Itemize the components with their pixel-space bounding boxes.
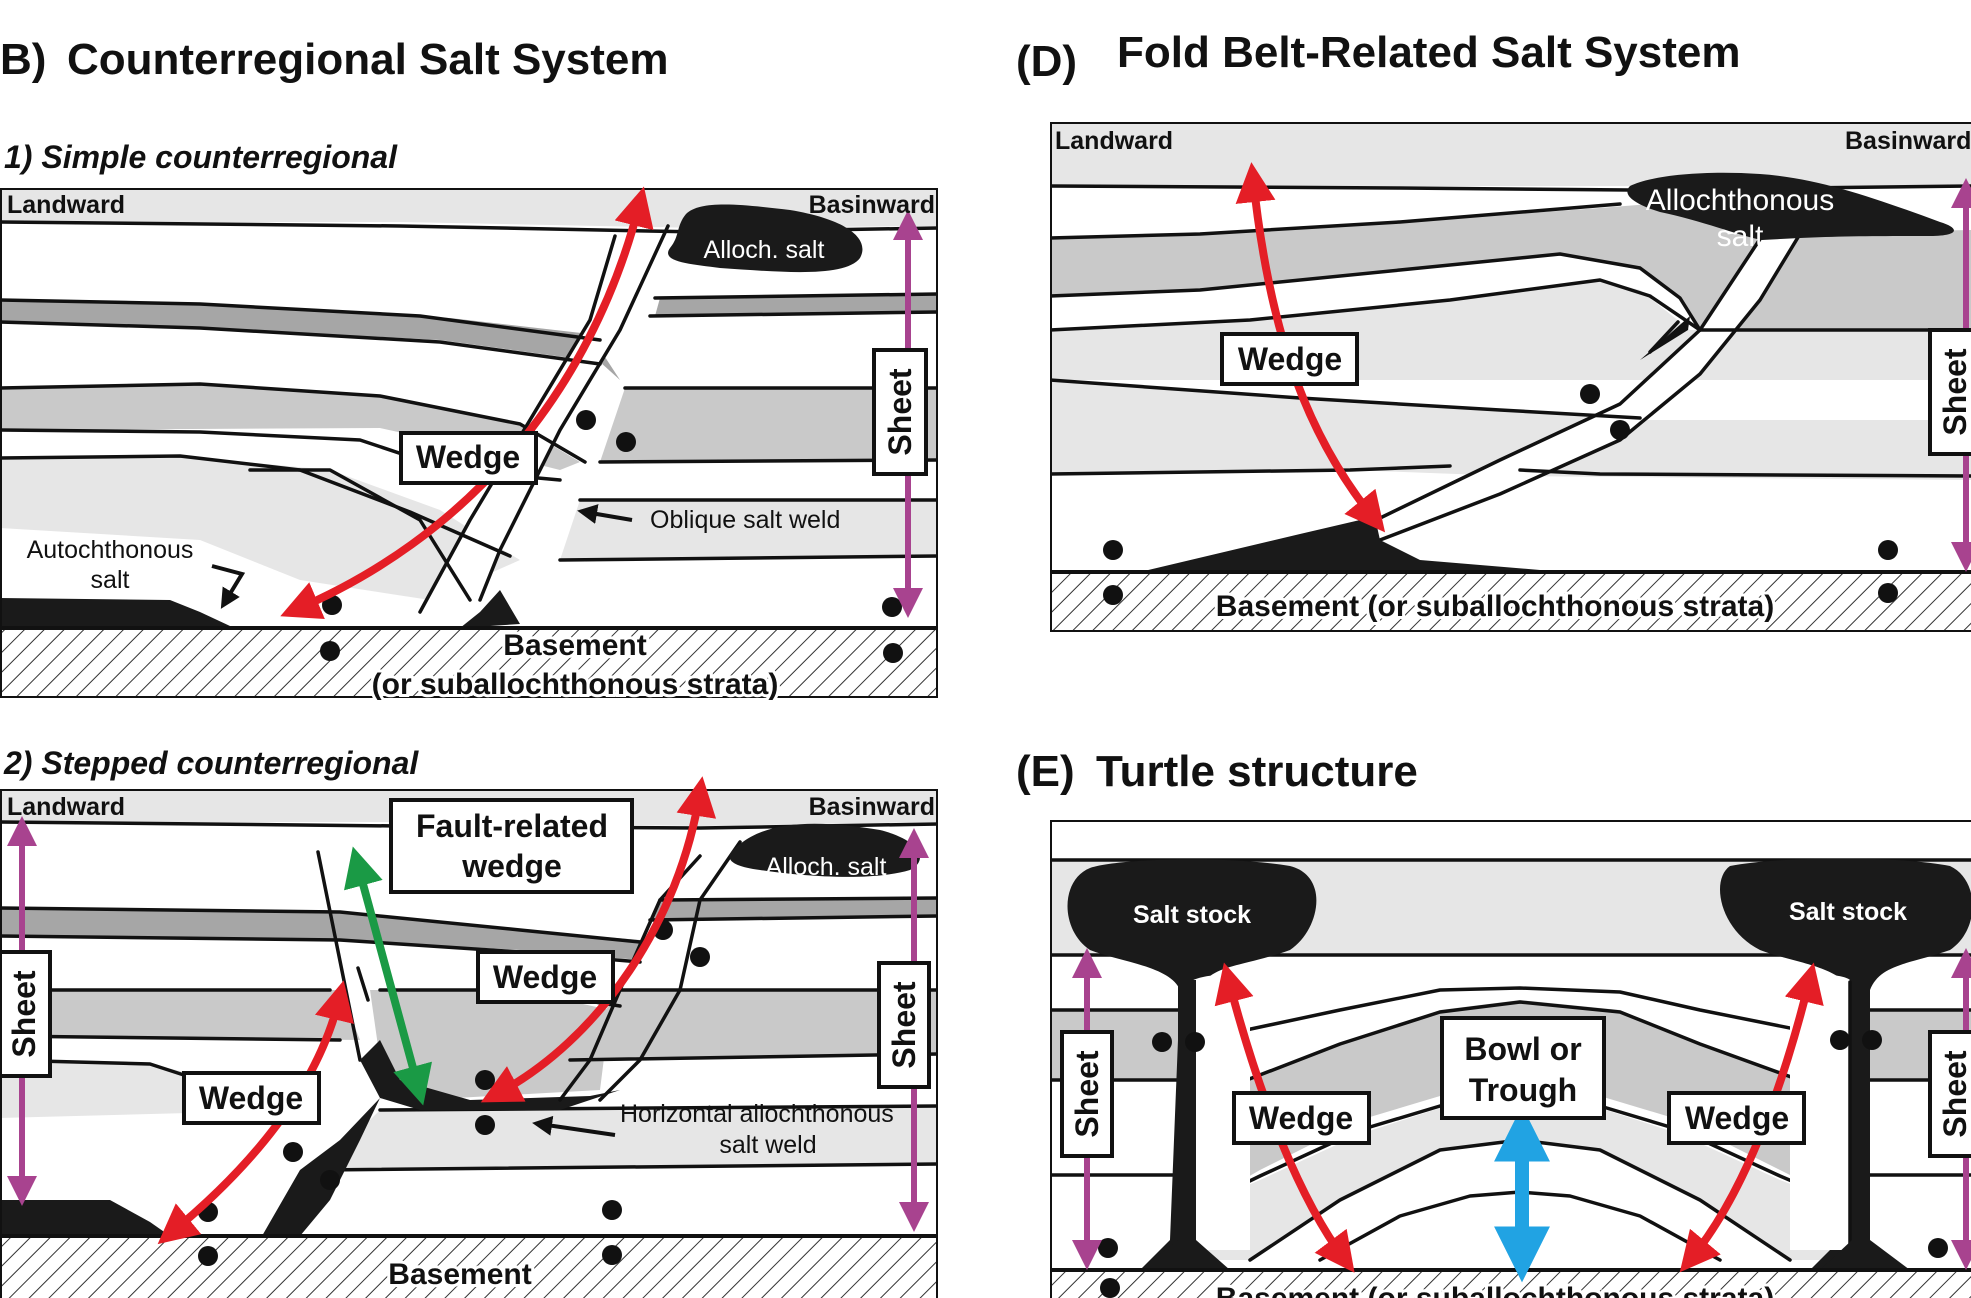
panel-e-title: Turtle structure (1096, 747, 1418, 796)
panel-b-letter: B) (0, 35, 46, 84)
panel-b1-title: 1) Simple counterregional (4, 139, 398, 175)
b1-landward-label: Landward (7, 191, 125, 219)
panel-e-cross-section (1050, 820, 1971, 1298)
d-basement-label: Basement (or suballochthonous strata) (1216, 590, 1774, 623)
b2-upper-wedge-label: Wedge (493, 959, 597, 995)
e-right-wedge-box (1667, 1091, 1806, 1145)
b2-alloch-salt-label: Alloch. salt (766, 853, 887, 881)
b1-alloch-salt-label: Alloch. salt (704, 236, 825, 264)
b2-sheet-left-label: Sheet (6, 970, 42, 1057)
d-sheet-box (1928, 328, 1971, 456)
panel-b2-title: 2) Stepped counterregional (3, 745, 419, 781)
b2-upper-wedge-box (476, 950, 615, 1004)
e-salt-stock-right-label: Salt stock (1789, 898, 1907, 926)
e-salt-stock-left-label: Salt stock (1133, 901, 1251, 929)
panel-b-title: Counterregional Salt System (67, 35, 668, 84)
e-bowl-label-2: Trough (1469, 1072, 1577, 1108)
panel-e-letter: (E) (1016, 747, 1075, 796)
b2-basinward-label: Basinward (809, 793, 935, 821)
b2-horiz-weld-label-2: salt weld (719, 1131, 816, 1159)
d-sheet-label: Sheet (1937, 348, 1971, 435)
d-landward-label: Landward (1055, 127, 1173, 155)
b1-autoch-label-2: salt (91, 566, 130, 594)
b1-basement-label-1: Basement (503, 629, 646, 662)
b2-sheet-left-box (0, 950, 52, 1078)
d-alloch-salt-label-1: Allochthonous (1646, 184, 1834, 217)
b2-upper-wedge-red-arrow (480, 776, 717, 1103)
e-sheet-left-label: Sheet (1069, 1050, 1105, 1137)
e-right-wedge-label: Wedge (1685, 1100, 1789, 1136)
e-left-wedge-label: Wedge (1249, 1100, 1353, 1136)
b2-fault-green-arrow (343, 846, 433, 1106)
b1-basement-label-2: (or suballochthonous strata) (372, 668, 779, 701)
b1-sheet-label: Sheet (882, 368, 918, 455)
b1-wedge-box (399, 431, 538, 485)
b2-landward-label: Landward (7, 793, 125, 821)
b2-horiz-weld-label-1: Horizontal allochthonous (620, 1100, 894, 1128)
b1-weld-pointer-arrow (577, 504, 633, 524)
e-left-wedge-box (1232, 1091, 1371, 1145)
b2-weld-pointer-arrow (532, 1115, 616, 1137)
e-sheet-right-label: Sheet (1937, 1050, 1971, 1137)
e-sheet-left-box (1060, 1030, 1114, 1158)
d-basinward-label: Basinward (1845, 127, 1971, 155)
b2-basement-label: Basement (388, 1258, 531, 1291)
e-bowl-label-1: Bowl or (1464, 1031, 1581, 1067)
d-wedge-label: Wedge (1238, 341, 1342, 377)
b2-sheet-right-label: Sheet (886, 981, 922, 1068)
b2-fault-wedge-label-1: Fault-related (416, 808, 608, 844)
b2-sheet-right-box (877, 961, 931, 1089)
b1-wedge-label: Wedge (416, 439, 520, 475)
panel-d-title: Fold Belt-Related Salt System (1117, 28, 1740, 77)
e-basement-label: Basement (or suballochthonous strata) (1216, 1282, 1774, 1298)
b2-lower-wedge-box (182, 1071, 321, 1125)
d-wedge-box (1220, 332, 1359, 386)
b1-oblique-weld-label: Oblique salt weld (650, 506, 840, 534)
panel-d-letter: (D) (1016, 37, 1077, 86)
d-alloch-salt-label-2: salt (1717, 220, 1764, 253)
b2-fault-wedge-box (389, 798, 634, 894)
b1-autoch-pointer-arrow (211, 564, 246, 609)
b1-autoch-label-1: Autochthonous (27, 536, 194, 564)
e-sheet-right-box (1928, 1030, 1971, 1158)
b2-lower-wedge-label: Wedge (199, 1080, 303, 1116)
b2-fault-wedge-label-2: wedge (461, 848, 562, 884)
e-bowl-box (1440, 1016, 1606, 1120)
b1-basinward-label: Basinward (809, 191, 935, 219)
b1-sheet-box (872, 348, 928, 476)
